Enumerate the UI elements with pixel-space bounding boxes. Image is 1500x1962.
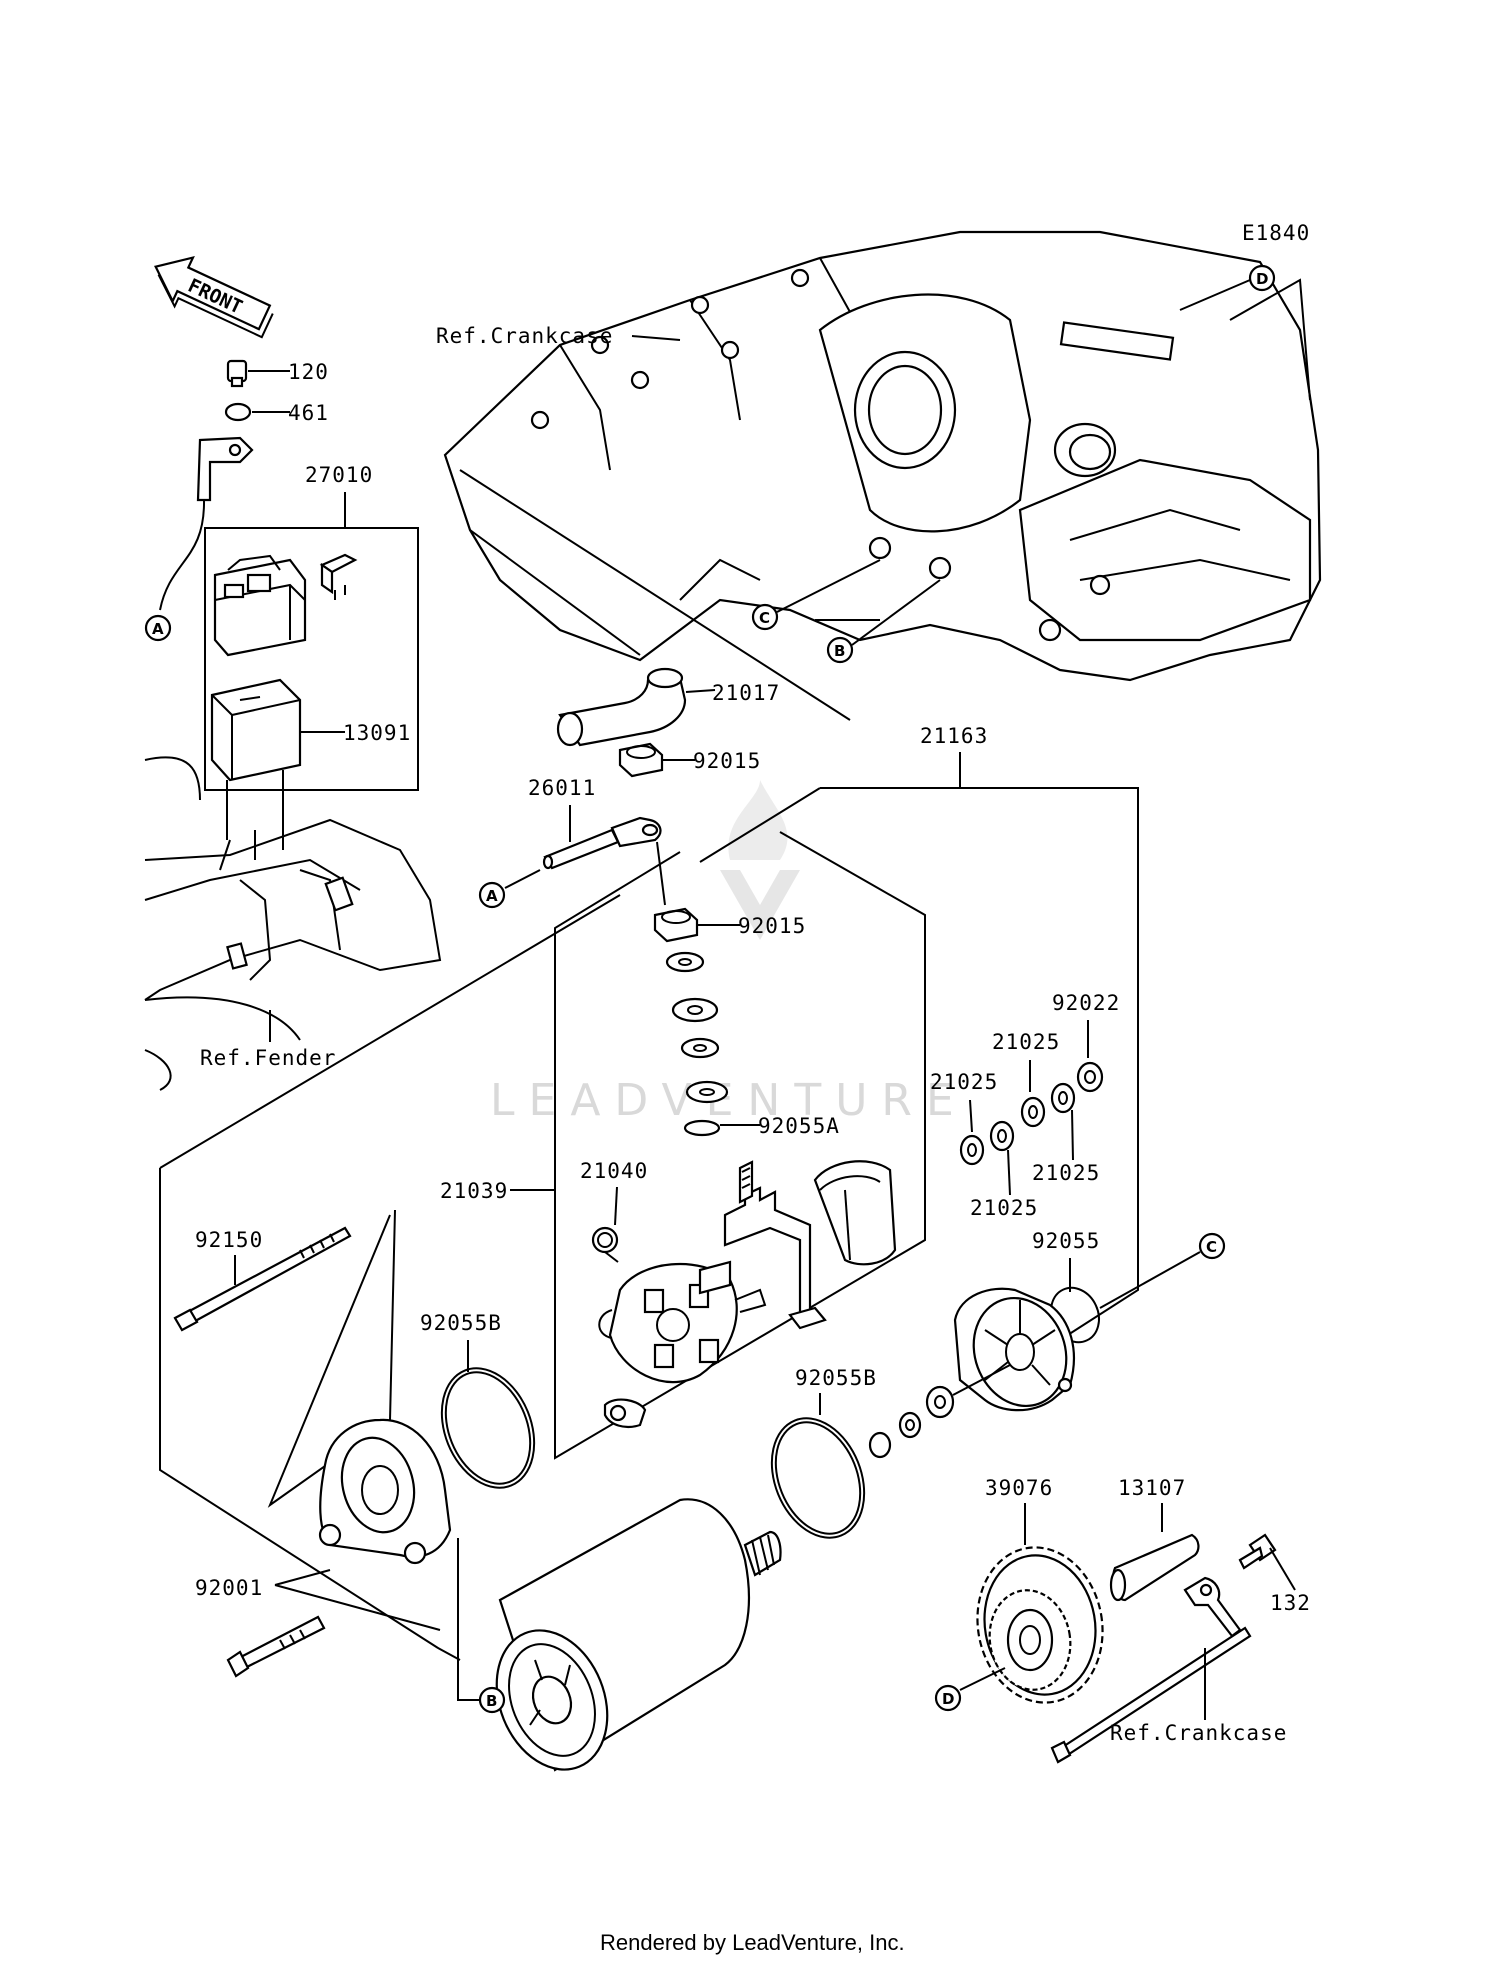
- bolt-120: [226, 359, 248, 388]
- callout-d-bottom: [934, 1684, 962, 1712]
- callout-c-top-label: C: [759, 609, 770, 627]
- footer-credit: Rendered by LeadVenture, Inc.: [600, 1930, 905, 1955]
- part-label-92001: 92001: [195, 1576, 263, 1600]
- idler-rod: [1050, 1576, 1252, 1764]
- part-label-27010: 27010: [305, 463, 373, 487]
- part-label-21040: 21040: [580, 1159, 648, 1183]
- part-label-92150: 92150: [195, 1228, 263, 1252]
- diagram-code: E1840: [1242, 221, 1310, 245]
- part-label-92055B-right: 92055B: [795, 1366, 877, 1390]
- part-label-21163: 21163: [920, 724, 988, 748]
- terminal-bracket: [698, 1160, 827, 1330]
- gear-shaft-13107: [1109, 1533, 1200, 1602]
- part-label-92055B-left: 92055B: [420, 1311, 502, 1335]
- starter-motor-body: [495, 1498, 782, 1772]
- callout-c-right: [1198, 1232, 1226, 1260]
- callout-c-right-label: C: [1206, 1238, 1217, 1256]
- starter-relay: [213, 554, 307, 657]
- yoke-segment: [813, 1160, 897, 1266]
- part-label-21025-c: 21025: [1032, 1161, 1100, 1185]
- oring-92055B-right: [770, 1417, 866, 1539]
- part-label-21025-d: 21025: [970, 1196, 1038, 1220]
- part-label-92055: 92055: [1032, 1229, 1100, 1253]
- callout-b-top-label: B: [834, 642, 845, 660]
- part-label-39076: 39076: [985, 1476, 1053, 1500]
- part-label-26011: 26011: [528, 776, 596, 800]
- callout-a-left-label: A: [152, 620, 164, 638]
- part-label-13107: 13107: [1118, 1476, 1186, 1500]
- bolt-132: [1238, 1533, 1277, 1570]
- part-label-92015-lower: 92015: [738, 914, 806, 938]
- brush-holder-plate: [598, 1262, 767, 1384]
- shim-21025-1: [959, 1134, 985, 1166]
- end-cover: [953, 1287, 1075, 1412]
- callout-a-center-label: A: [486, 887, 498, 905]
- brush-spring-21040: [591, 1226, 619, 1263]
- nut-92015-lower: [653, 907, 699, 943]
- starter-cable-26011: [542, 816, 662, 870]
- through-bolt-92150: [173, 1226, 352, 1332]
- washer-stack: [665, 951, 729, 1104]
- callout-c-top: [751, 603, 779, 631]
- callout-d-bottom-label: D: [942, 1690, 954, 1708]
- washer-small-3: [925, 1385, 955, 1419]
- terminal-boot-21017: [556, 667, 687, 747]
- callout-b-bottom: [478, 1686, 506, 1714]
- nut-92015-top: [618, 742, 664, 778]
- watermark-text: LEADVENTURE: [490, 1075, 968, 1126]
- part-label-21039: 21039: [440, 1179, 508, 1203]
- front-arrow-icon: FRONT: [154, 255, 274, 339]
- fuse: [319, 553, 358, 600]
- part-label-21017: 21017: [712, 681, 780, 705]
- callout-d-top-label: D: [1256, 270, 1268, 288]
- bolt-92001: [226, 1615, 326, 1678]
- fender: [144, 756, 442, 1091]
- shim-21025-3: [1020, 1096, 1046, 1128]
- brush-lower: [603, 1398, 647, 1429]
- washer-small-1: [868, 1431, 892, 1459]
- crankcase: [443, 230, 1322, 721]
- callout-b-bottom-label: B: [486, 1692, 497, 1710]
- oring-92055B-left: [440, 1367, 536, 1489]
- starter-gear-39076: [976, 1546, 1104, 1704]
- part-label-120: 120: [288, 360, 329, 384]
- watermark: LEADVENTURE: [490, 780, 968, 1126]
- part-label-13091: 13091: [343, 721, 411, 745]
- callout-a-left: [144, 614, 172, 642]
- part-label-132: 132: [1270, 1591, 1311, 1615]
- shim-21025-2: [989, 1120, 1015, 1152]
- ref-crankcase-bottom: Ref.Crankcase: [1110, 1721, 1287, 1745]
- washer-92022: [1076, 1061, 1104, 1093]
- ref-crankcase-top: Ref.Crankcase: [436, 324, 613, 348]
- front-cover: [318, 1418, 452, 1565]
- part-label-461: 461: [288, 401, 329, 425]
- shim-21025-4: [1050, 1082, 1076, 1114]
- part-label-92015-top: 92015: [693, 749, 761, 773]
- part-label-92055A: 92055A: [758, 1114, 840, 1138]
- callout-b-top: [826, 636, 854, 664]
- relay-cover-13091: [210, 678, 302, 782]
- ref-fender: Ref.Fender: [200, 1046, 336, 1070]
- part-label-21025-a: 21025: [992, 1030, 1060, 1054]
- part-label-21025-b: 21025: [930, 1070, 998, 1094]
- oring-92055A: [683, 1119, 721, 1137]
- part-label-92022: 92022: [1052, 991, 1120, 1015]
- callout-a-center: [478, 881, 506, 909]
- washer-461: [224, 402, 252, 422]
- washer-small-2: [898, 1411, 922, 1439]
- callout-d-top: [1248, 264, 1276, 292]
